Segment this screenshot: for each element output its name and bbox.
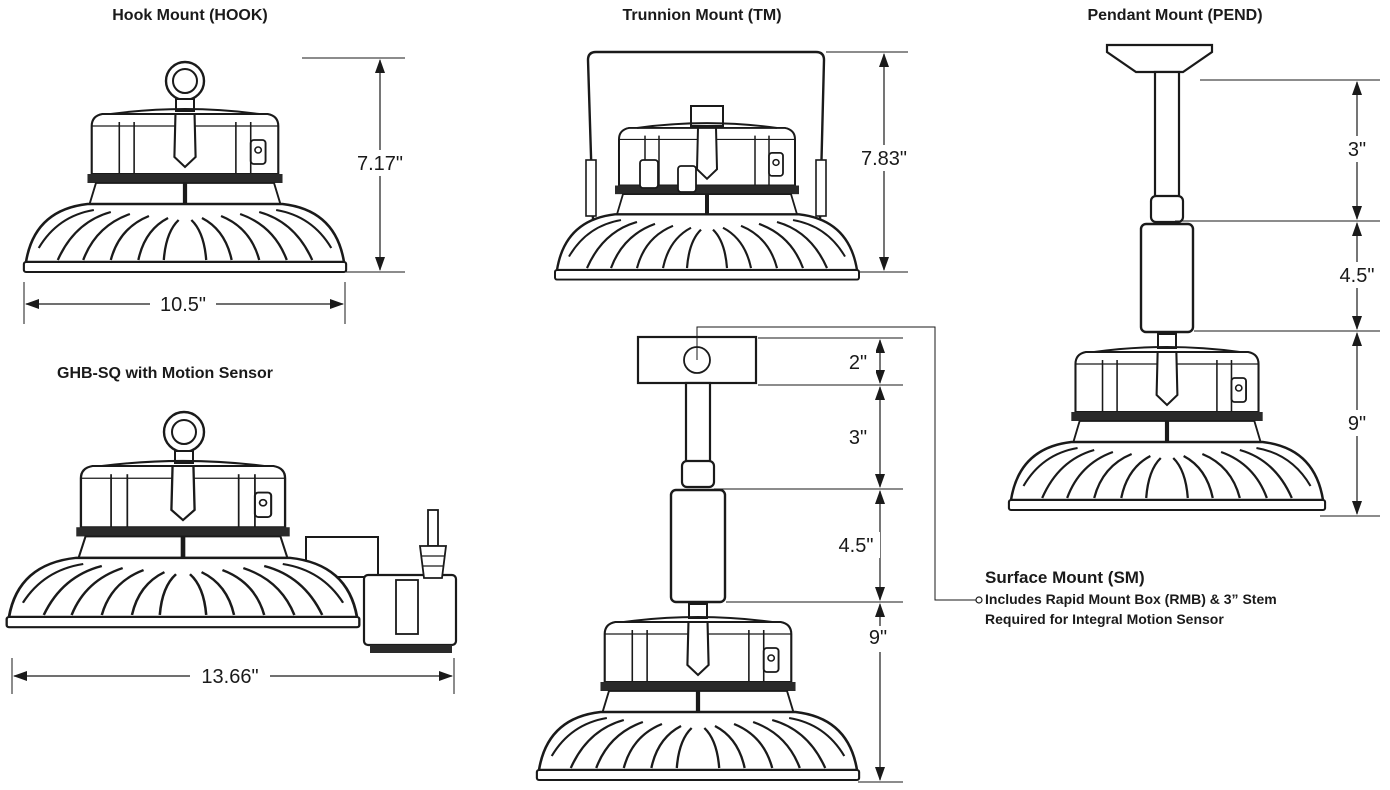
- motion-width-dimension: 13.66": [11, 658, 455, 694]
- surface-mount-leader: [696, 326, 983, 604]
- hook-height-dimension: 7.17": [302, 57, 410, 273]
- trunnion-mount-fixture: [553, 50, 861, 282]
- pendant-coupler-label: 4.5": [1340, 265, 1375, 287]
- motion-sensor-fixture: [7, 410, 458, 653]
- motion-sensor-title: GHB-SQ with Motion Sensor: [57, 365, 273, 382]
- hook-height-label: 7.17": [357, 153, 403, 175]
- sm-coupler-label: 4.5": [839, 535, 874, 557]
- pendant-stem-label: 3": [1348, 139, 1366, 161]
- sm-fixture-label: 9": [869, 627, 887, 649]
- motion-width-label: 13.66": [201, 666, 258, 688]
- trunnion-mount-title: Trunnion Mount (TM): [622, 7, 781, 24]
- hook-width-dimension: 10.5": [23, 282, 346, 324]
- pendant-fixture-label: 9": [1348, 413, 1366, 435]
- hook-mount-title: Hook Mount (HOOK): [112, 7, 268, 24]
- surface-mount-note-2: Required for Integral Motion Sensor: [985, 611, 1224, 627]
- surface-mount-fixture: [537, 335, 859, 780]
- surface-mount-note-1: Includes Rapid Mount Box (RMB) & 3” Stem: [985, 591, 1277, 607]
- surface-mount-title: Surface Mount (SM): [985, 568, 1145, 587]
- pendant-mount-fixture: [1009, 43, 1325, 510]
- sm-stem-label: 3": [849, 427, 867, 449]
- trunnion-height-label: 7.83": [861, 148, 907, 170]
- pendant-dimensions: 3" 4.5" 9": [1175, 79, 1384, 517]
- hook-width-label: 10.5": [160, 294, 206, 316]
- pendant-mount-title: Pendant Mount (PEND): [1087, 7, 1262, 24]
- trunnion-height-dimension: 7.83": [826, 51, 915, 273]
- hook-mount-fixture: [24, 60, 346, 272]
- sm-box-label: 2": [849, 352, 867, 374]
- surface-mount-dimensions: 2" 3" 4.5" 9": [714, 337, 903, 783]
